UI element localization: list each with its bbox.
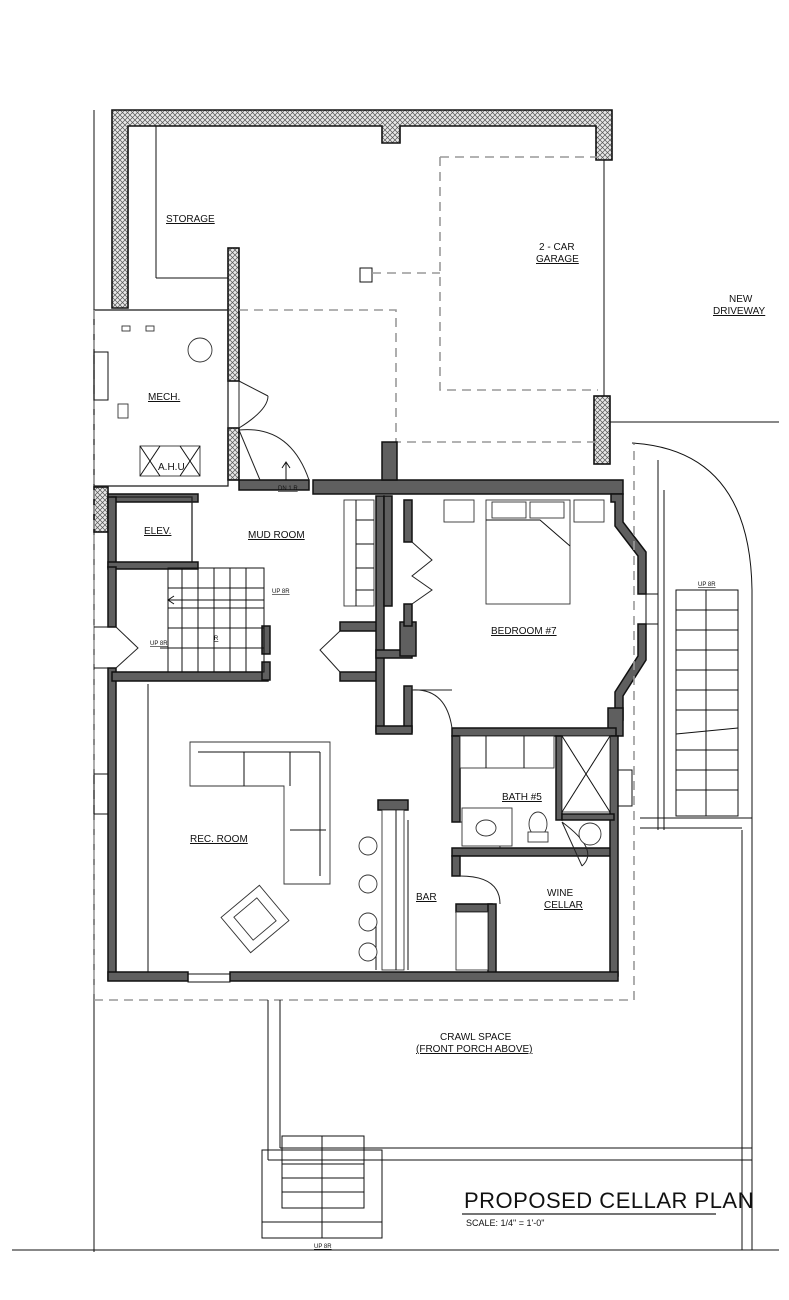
mech-equipment xyxy=(117,325,213,477)
bedroom-furniture xyxy=(443,499,605,605)
label-wine-line1: WINE xyxy=(547,888,573,899)
mud-room-bench xyxy=(343,499,375,607)
windows xyxy=(93,351,659,983)
plan-title: PROPOSED CELLAR PLAN xyxy=(464,1188,754,1213)
label-driveway-line2: DRIVEWAY xyxy=(713,306,766,317)
label-rec-room: REC. ROOM xyxy=(190,834,248,845)
label-bedroom: BEDROOM #7 xyxy=(491,626,557,637)
note-up-8r-right: UP 8R xyxy=(698,582,716,588)
label-mud-room: MUD ROOM xyxy=(248,530,305,541)
label-driveway-line1: NEW xyxy=(729,294,753,305)
note-up-8r-mid: UP 8R xyxy=(272,589,290,595)
label-crawl-line1: CRAWL SPACE xyxy=(440,1032,512,1043)
note-up-8r-front: UP 8R xyxy=(314,1244,332,1250)
garage-interior xyxy=(155,126,605,443)
stair-notes: DN 1 R UP 8R UP 8R UP 8R UP 8R R xyxy=(150,461,716,1250)
note-dn-1r: DN 1 R xyxy=(278,486,298,492)
label-garage-line2: GARAGE xyxy=(536,254,579,265)
house-walls xyxy=(93,309,647,982)
interior-stair xyxy=(160,567,265,673)
exterior-stair-right xyxy=(657,460,739,830)
label-bar: BAR xyxy=(416,892,437,903)
label-wine-line2: CELLAR xyxy=(544,900,583,911)
bath-fixtures xyxy=(459,735,611,847)
rec-room-furniture xyxy=(147,684,331,972)
label-mech: MECH. xyxy=(148,392,180,403)
label-storage: STORAGE xyxy=(166,214,215,225)
title-block: PROPOSED CELLAR PLAN SCALE: 1/4" = 1'-0" xyxy=(462,1188,754,1228)
label-garage-line1: 2 - CAR xyxy=(539,242,575,253)
exterior-stair-front xyxy=(261,1135,383,1239)
plan-scale: SCALE: 1/4" = 1'-0" xyxy=(466,1218,544,1228)
room-labels: STORAGE 2 - CAR GARAGE NEW DRIVEWAY MECH… xyxy=(144,214,766,1055)
label-crawl-line2: (FRONT PORCH ABOVE) xyxy=(416,1044,533,1055)
label-ahu: A.H.U xyxy=(158,462,185,473)
foundation-dashes xyxy=(93,310,752,1250)
property-lines xyxy=(12,110,779,1252)
note-up-8r-left: UP 8R xyxy=(150,641,168,647)
label-elev: ELEV. xyxy=(144,526,171,537)
bar-counter xyxy=(358,809,489,971)
label-bath: BATH #5 xyxy=(502,792,542,803)
note-r: R xyxy=(214,636,219,642)
